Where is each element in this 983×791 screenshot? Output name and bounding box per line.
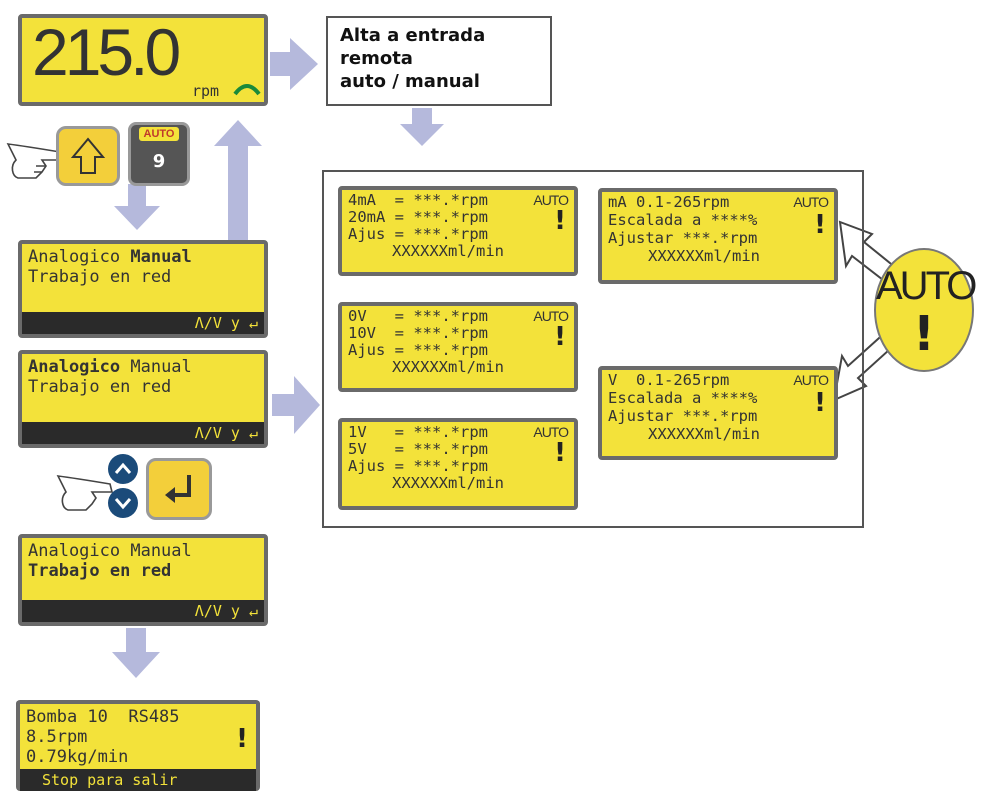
p1v-l1: 1V = ***.*rpm bbox=[348, 423, 488, 441]
auto-key-label: AUTO bbox=[139, 127, 179, 141]
enter-key[interactable] bbox=[146, 458, 212, 520]
pv-l2: Escalada a ****% bbox=[608, 389, 758, 407]
pma-l3: Ajustar ***.*rpm bbox=[608, 229, 758, 247]
bomba-line2: 8.5rpm bbox=[26, 727, 88, 747]
screen-red-line1: Analogico Manual bbox=[28, 541, 192, 561]
info-line-2: remota bbox=[340, 48, 413, 69]
screen-manual-line2: Trabajo en red bbox=[28, 267, 172, 287]
p4ma-l3: Ajus = ***.*rpm bbox=[348, 225, 488, 243]
p0v-l2: 10V = ***.*rpm bbox=[348, 324, 488, 342]
p0v-l1: 0V = ***.*rpm bbox=[348, 307, 488, 325]
hand-pointer-icon bbox=[6, 143, 64, 179]
p0v-auto: AUTO bbox=[533, 308, 569, 324]
rpm-value: 215.0 bbox=[32, 15, 181, 89]
p1v-warning: ! bbox=[554, 438, 566, 468]
screen-red-line2: Trabajo en red bbox=[28, 561, 172, 581]
screen-analogico-line2: Trabajo en red bbox=[28, 377, 172, 397]
panel-v-scaled: V 0.1-265rpm Escalada a ****% Ajustar **… bbox=[598, 366, 838, 460]
up-arrow-key[interactable] bbox=[56, 126, 120, 186]
auto-key[interactable]: AUTO 9 bbox=[128, 122, 190, 186]
panel-ma-scaled: mA 0.1-265rpm Escalada a ****% Ajustar *… bbox=[598, 188, 838, 284]
chevron-up-icon bbox=[114, 462, 132, 474]
p1v-l3: Ajus = ***.*rpm bbox=[348, 457, 488, 475]
bomba-line1: Bomba 10 RS485 bbox=[26, 707, 180, 727]
bomba-line3: 0.79kg/min bbox=[26, 747, 129, 767]
pv-warning: ! bbox=[814, 388, 826, 418]
auto-badge: AUTO ! bbox=[874, 248, 977, 372]
pma-auto: AUTO bbox=[793, 194, 829, 210]
pv-auto: AUTO bbox=[793, 372, 829, 388]
rotation-icon bbox=[233, 84, 261, 96]
p4ma-l1: 4mA = ***.*rpm bbox=[348, 191, 488, 209]
hand-pointer-icon-2 bbox=[56, 475, 114, 511]
info-box: Alta a entrada remota auto / manual bbox=[326, 16, 552, 106]
pma-l1: mA 0.1-265rpm bbox=[608, 193, 730, 211]
p4ma-warning: ! bbox=[554, 206, 566, 236]
up-key[interactable] bbox=[108, 454, 138, 484]
up-arrow-icon bbox=[70, 137, 106, 174]
p4ma-l4: XXXXXXml/min bbox=[392, 242, 504, 260]
options-frame bbox=[322, 170, 864, 528]
screen-manual-bar: Λ/V y ↵ bbox=[22, 312, 264, 334]
bomba-warning: ! bbox=[236, 724, 248, 754]
p4ma-l2: 20mA = ***.*rpm bbox=[348, 208, 488, 226]
p0v-l3: Ajus = ***.*rpm bbox=[348, 341, 488, 359]
screen-manual-selected: Analogico Manual Trabajo en red Λ/V y ↵ bbox=[18, 240, 268, 338]
screen-bomba: Bomba 10 RS485 8.5rpm 0.79kg/min ! Stop … bbox=[16, 700, 260, 791]
screen-red-bar: Λ/V y ↵ bbox=[22, 600, 264, 622]
p1v-l2: 5V = ***.*rpm bbox=[348, 440, 488, 458]
chevron-down-icon bbox=[114, 498, 132, 510]
screen-analogico-line1a: Analogico bbox=[28, 357, 121, 377]
pv-l1: V 0.1-265rpm bbox=[608, 371, 730, 389]
screen-analogico-bar: Λ/V y ↵ bbox=[22, 422, 264, 444]
enter-icon bbox=[165, 475, 191, 503]
info-line-1: Alta a entrada bbox=[340, 25, 486, 46]
pma-l2: Escalada a ****% bbox=[608, 211, 758, 229]
screen-manual-line1: Analogico Manual bbox=[28, 248, 192, 267]
pma-warning: ! bbox=[814, 210, 826, 240]
screen-analogico-line1b: Manual bbox=[120, 357, 192, 377]
screen-red-selected: Analogico Manual Trabajo en red Λ/V y ↵ bbox=[18, 534, 268, 626]
p0v-l4: XXXXXXml/min bbox=[392, 358, 504, 376]
panel-0v: 0V = ***.*rpm 10V = ***.*rpm Ajus = ***.… bbox=[338, 302, 578, 392]
bomba-bar: Stop para salir bbox=[20, 769, 256, 791]
pma-l4: XXXXXXml/min bbox=[648, 247, 760, 265]
panel-4ma: 4mA = ***.*rpm 20mA = ***.*rpm Ajus = **… bbox=[338, 186, 578, 276]
auto-badge-label: AUTO bbox=[876, 264, 977, 308]
screen-manual-line1a: Analogico bbox=[28, 247, 131, 267]
auto-key-number: 9 bbox=[152, 151, 166, 172]
p1v-l4: XXXXXXml/min bbox=[392, 474, 504, 492]
screen-manual-line1b: Manual bbox=[130, 247, 192, 267]
down-key[interactable] bbox=[108, 488, 138, 518]
rpm-display: 215.0 rpm bbox=[18, 14, 268, 106]
auto-badge-warning: ! bbox=[913, 306, 935, 362]
pv-l3: Ajustar ***.*rpm bbox=[608, 407, 758, 425]
pv-l4: XXXXXXml/min bbox=[648, 425, 760, 443]
info-line-3: auto / manual bbox=[340, 71, 480, 92]
rpm-unit: rpm bbox=[192, 82, 220, 100]
p4ma-auto: AUTO bbox=[533, 192, 569, 208]
panel-1v: 1V = ***.*rpm 5V = ***.*rpm Ajus = ***.*… bbox=[338, 418, 578, 510]
p1v-auto: AUTO bbox=[533, 424, 569, 440]
screen-analogico-selected: Analogico Manual Trabajo en red Λ/V y ↵ bbox=[18, 350, 268, 448]
screen-analogico-line1: Analogico Manual bbox=[28, 358, 192, 377]
p0v-warning: ! bbox=[554, 322, 566, 352]
